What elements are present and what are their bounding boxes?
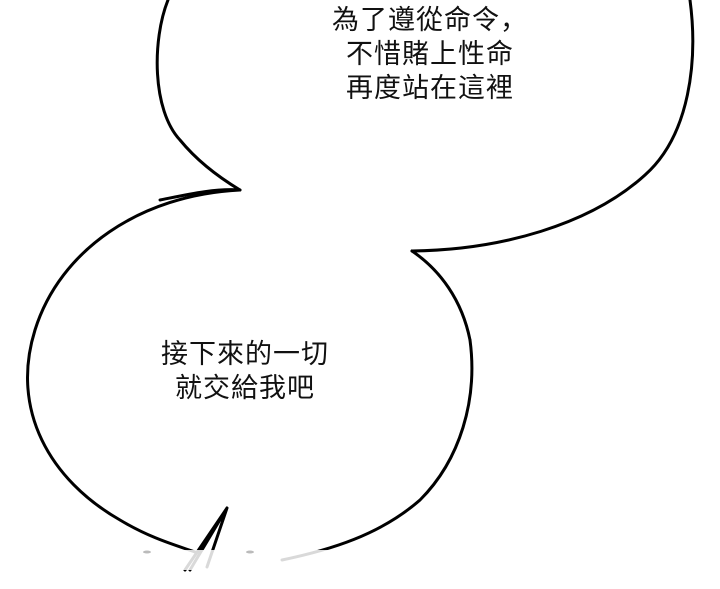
dialogue-line: 就交給我吧 [175,373,315,404]
faint-mark [143,550,151,554]
dialogue-line: 為了遵從命令， [332,5,528,36]
faded-strip [130,550,330,570]
faint-mark [246,550,254,554]
bubble-join-curve [410,249,472,342]
bottom-speech-bubble [26,188,474,562]
top-bubble-dialogue: 為了遵從命令， 不惜賭上性命 再度站在這裡 [300,4,560,106]
dialogue-line: 不惜賭上性命 [346,39,514,70]
top-speech-bubble [155,0,695,253]
bottom-bubble-dialogue: 接下來的一切 就交給我吧 [130,338,360,406]
dialogue-line: 接下來的一切 [161,339,329,370]
dialogue-line: 再度站在這裡 [346,73,514,104]
